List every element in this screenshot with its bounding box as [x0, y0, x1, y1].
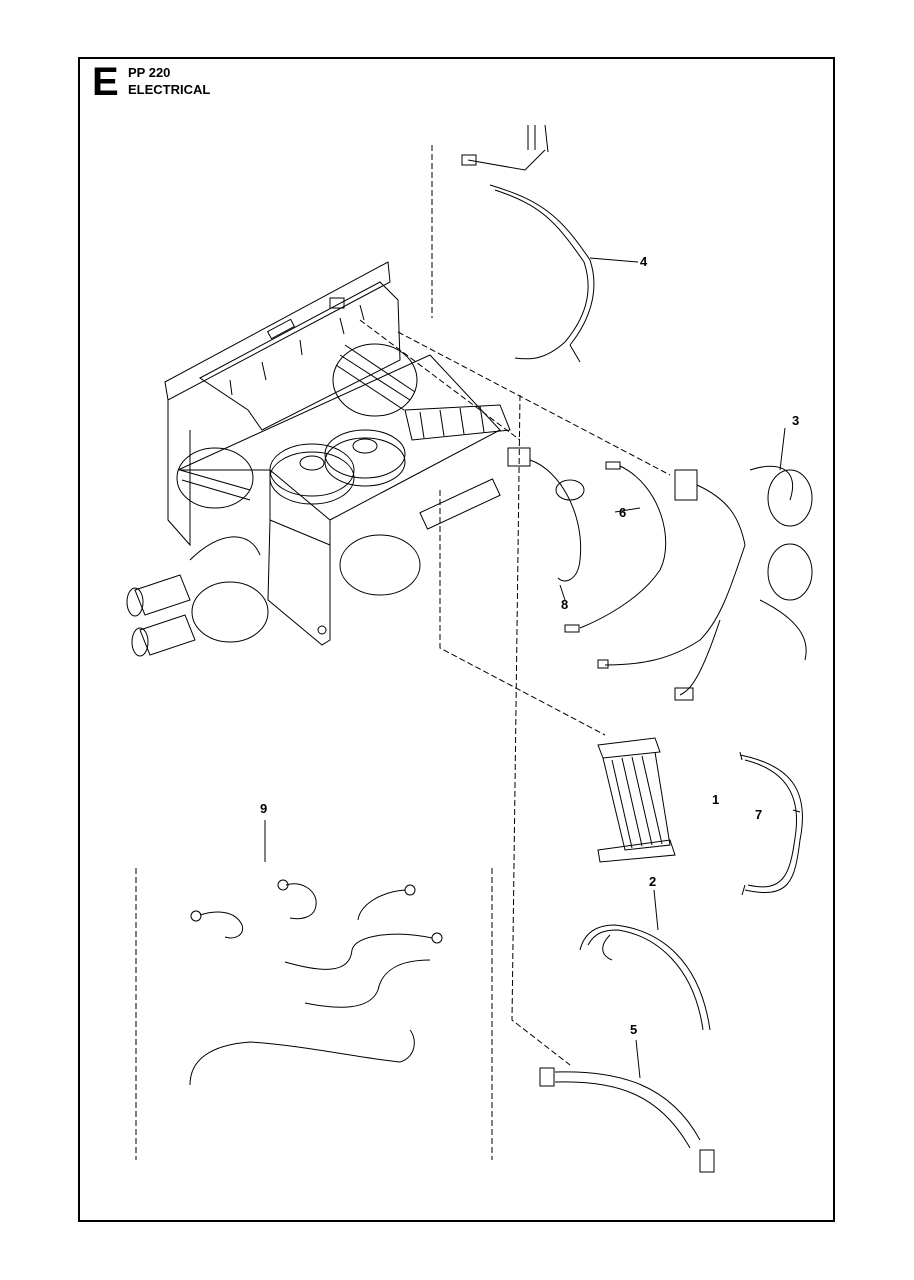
callout-7: 7 — [755, 807, 762, 822]
part-9-wires — [189, 879, 443, 1086]
part-2-wire — [579, 924, 711, 1031]
callout-9: 9 — [260, 801, 267, 816]
part-6-wire — [564, 461, 667, 633]
callout-4: 4 — [640, 254, 648, 269]
callout-3: 3 — [792, 413, 799, 428]
part-5-cable — [539, 1067, 715, 1173]
group-name: ELECTRICAL — [128, 82, 211, 97]
part-4-harness — [461, 124, 595, 363]
callout-6: 6 — [619, 505, 626, 520]
callout-2: 2 — [649, 874, 656, 889]
section-letter: E — [92, 60, 119, 104]
part-7-wire — [739, 751, 803, 896]
model-name: PP 220 — [128, 65, 171, 80]
callout-8: 8 — [561, 597, 568, 612]
callout-1: 1 — [712, 792, 719, 807]
page-frame — [78, 57, 835, 1222]
part-1-ribbon — [597, 737, 676, 863]
title-block: PP 220 ELECTRICAL — [128, 64, 210, 98]
callout-5: 5 — [630, 1022, 637, 1037]
callout-labels: 4 3 6 8 1 7 9 2 5 — [260, 254, 799, 1037]
part-8-switch — [507, 447, 585, 582]
part-3-harness — [597, 465, 813, 701]
leader-lines — [135, 145, 671, 1160]
callout-leaders — [264, 257, 801, 1079]
machine-assembly — [126, 261, 511, 657]
